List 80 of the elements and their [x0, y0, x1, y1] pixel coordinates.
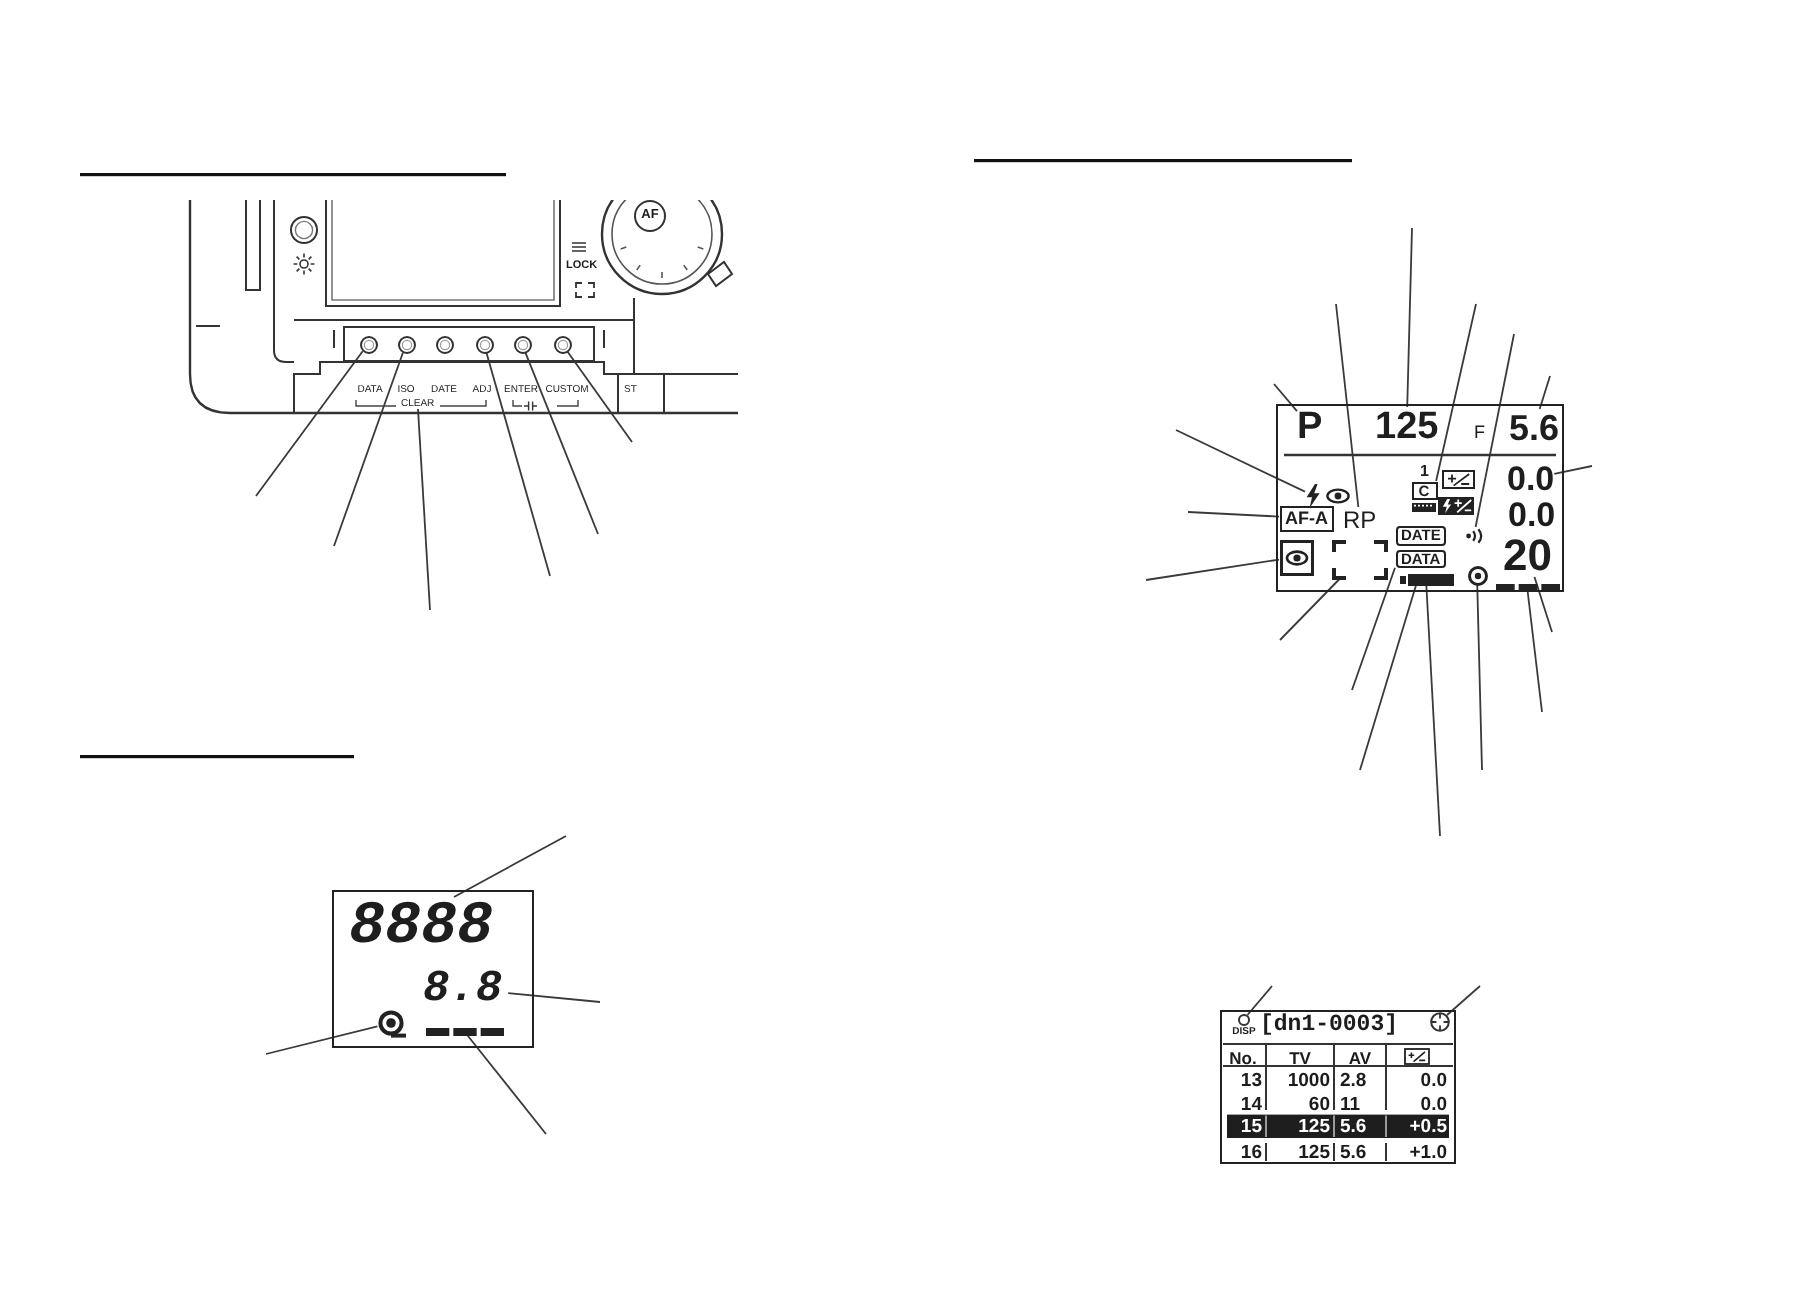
leader-line [1351, 566, 1396, 691]
circle-icon [1237, 1013, 1250, 1026]
leader-line [1406, 227, 1413, 408]
data-table [1220, 1010, 1456, 1164]
leader-line [485, 351, 551, 577]
record-number: [dn1-0003] [1260, 1013, 1399, 1036]
ring-icon [377, 1009, 405, 1037]
leader-line [453, 835, 567, 898]
leader-line [466, 1034, 547, 1135]
leader-line [1335, 303, 1360, 508]
table-cell: 14 [1240, 1095, 1262, 1114]
ring-icon [1467, 565, 1487, 585]
sound-icon [1465, 527, 1483, 543]
camera-button [475, 335, 493, 353]
table-cell: +0.5 [1409, 1118, 1447, 1137]
leader-line [417, 408, 431, 611]
table-cell: 60 [1308, 1095, 1330, 1114]
table-cell: +1.0 [1409, 1143, 1447, 1162]
lcd-letter: P [1297, 407, 1323, 445]
lcd-readout: 20 [1503, 533, 1552, 577]
table-cell: 11 [1340, 1095, 1361, 1114]
lcd-readout: 125 [1375, 407, 1439, 445]
camera-button [359, 335, 377, 353]
table-cell: 16 [1240, 1143, 1262, 1162]
leader-line [566, 350, 633, 443]
table-cell: 2.8 [1340, 1071, 1367, 1090]
leader-line [1476, 584, 1483, 771]
table-cell: 1000 [1287, 1071, 1330, 1090]
camera-button [513, 335, 531, 353]
lcd-text: F [1474, 424, 1485, 442]
leader-line [524, 351, 599, 535]
table-cell: 5.6 [1340, 1143, 1367, 1162]
leader-line [1145, 558, 1280, 581]
segment-digits: 8.8 [423, 967, 509, 1011]
lcd-readout: 5.6 [1509, 409, 1560, 445]
camera-button [553, 335, 571, 353]
table-cell: 0.0 [1420, 1095, 1447, 1114]
segment-digits: 8888 [349, 897, 500, 957]
boxed-indicator: AF-A [1279, 505, 1334, 531]
leader-line [1425, 584, 1441, 837]
lcd-readout: 0.0 [1507, 462, 1555, 496]
leader-line [1246, 985, 1273, 1016]
camera-button [397, 335, 415, 353]
flash-icon [1305, 483, 1319, 507]
camera-button [435, 335, 453, 353]
column-header: AV [1348, 1049, 1372, 1066]
lcd-readout: 0.0 [1508, 498, 1556, 532]
leader-line [1446, 985, 1481, 1016]
lcd-bar [1399, 573, 1453, 585]
leader-line [507, 992, 601, 1003]
lcd-text: RP [1343, 507, 1377, 531]
leader-line [255, 350, 364, 497]
eye-box-icon [1279, 539, 1313, 575]
leader-line [1533, 576, 1553, 633]
table-cell: 15 [1240, 1118, 1262, 1137]
column-header: TV [1289, 1049, 1311, 1066]
leader-line [1175, 429, 1306, 493]
lcd-panel [332, 890, 534, 1048]
dash-bars [1495, 583, 1559, 589]
leader-line [1435, 303, 1477, 482]
table-cell: 5.6 [1340, 1118, 1367, 1137]
column-header: No. [1229, 1049, 1257, 1066]
crosshair-icon [1429, 1011, 1450, 1032]
leader-line [1359, 584, 1417, 771]
leader-line [265, 1025, 379, 1055]
table-cell: 13 [1240, 1071, 1262, 1090]
lcd-panel [1276, 404, 1564, 592]
leader-line [1526, 588, 1543, 713]
leader-line [1187, 511, 1280, 518]
leader-line [333, 351, 404, 547]
lcd-digit: 1 [1420, 464, 1429, 480]
table-cell: 0.0 [1420, 1071, 1447, 1090]
dash-bars [425, 1027, 503, 1035]
leader-line [1474, 333, 1515, 528]
leader-line [1273, 383, 1298, 412]
leader-line [1553, 465, 1593, 475]
table-cell: 125 [1298, 1143, 1330, 1162]
leader-line [1279, 578, 1341, 641]
table-cell: 125 [1298, 1118, 1330, 1137]
leader-line [1538, 375, 1551, 410]
